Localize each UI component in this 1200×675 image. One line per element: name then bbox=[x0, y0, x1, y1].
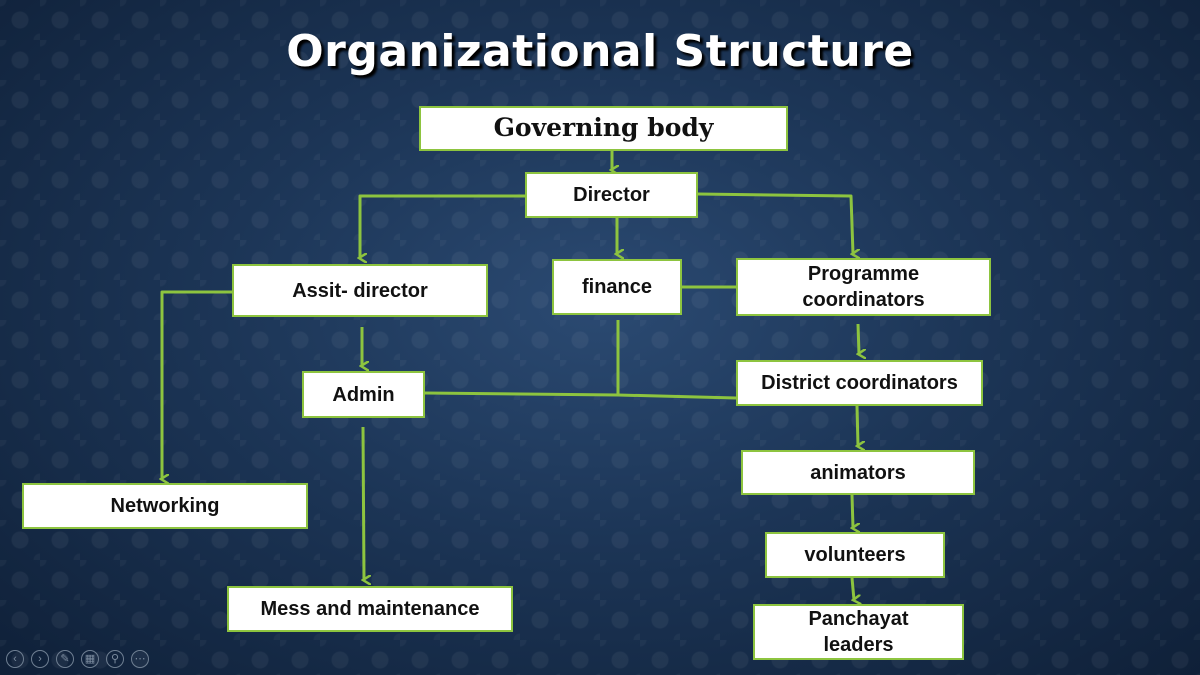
node-assistant-director: Assit- director bbox=[232, 264, 488, 317]
slide-title: Organizational Structure bbox=[286, 26, 914, 77]
zoom-icon[interactable]: ⚲ bbox=[106, 650, 124, 668]
node-finance: finance bbox=[552, 259, 682, 315]
node-programme-coordinators: Programme coordinators bbox=[736, 258, 991, 316]
node-admin: Admin bbox=[302, 371, 425, 418]
edge-district-animators bbox=[857, 405, 858, 446]
node-mess-and-maintenance: Mess and maintenance bbox=[227, 586, 513, 632]
node-director: Director bbox=[525, 172, 698, 218]
edge-director-programme bbox=[697, 192, 853, 254]
prev-icon[interactable]: ‹ bbox=[6, 650, 24, 668]
next-icon[interactable]: › bbox=[31, 650, 49, 668]
pen-icon[interactable]: ✎ bbox=[56, 650, 74, 668]
node-networking: Networking bbox=[22, 483, 308, 529]
node-volunteers: volunteers bbox=[765, 532, 945, 578]
edge-volunteers-panchayat bbox=[850, 577, 854, 600]
node-district-coordinators: District coordinators bbox=[736, 360, 983, 406]
edge-assistant-networking bbox=[162, 290, 232, 479]
edge-programme-district bbox=[858, 323, 859, 354]
edge-director-assistant bbox=[360, 194, 525, 258]
slideshow-toolbar: ‹ › ✎ ▦ ⚲ ⋯ bbox=[6, 650, 149, 668]
slides-icon[interactable]: ▦ bbox=[81, 650, 99, 668]
node-animators: animators bbox=[741, 450, 975, 495]
link-admin-district bbox=[424, 391, 737, 400]
node-governing-body: Governing body bbox=[419, 106, 788, 151]
edge-animators-volunteers bbox=[852, 494, 853, 528]
more-icon[interactable]: ⋯ bbox=[131, 650, 149, 668]
node-panchayat-leaders: Panchayat leaders bbox=[753, 604, 964, 660]
edge-admin-mess bbox=[363, 426, 364, 580]
